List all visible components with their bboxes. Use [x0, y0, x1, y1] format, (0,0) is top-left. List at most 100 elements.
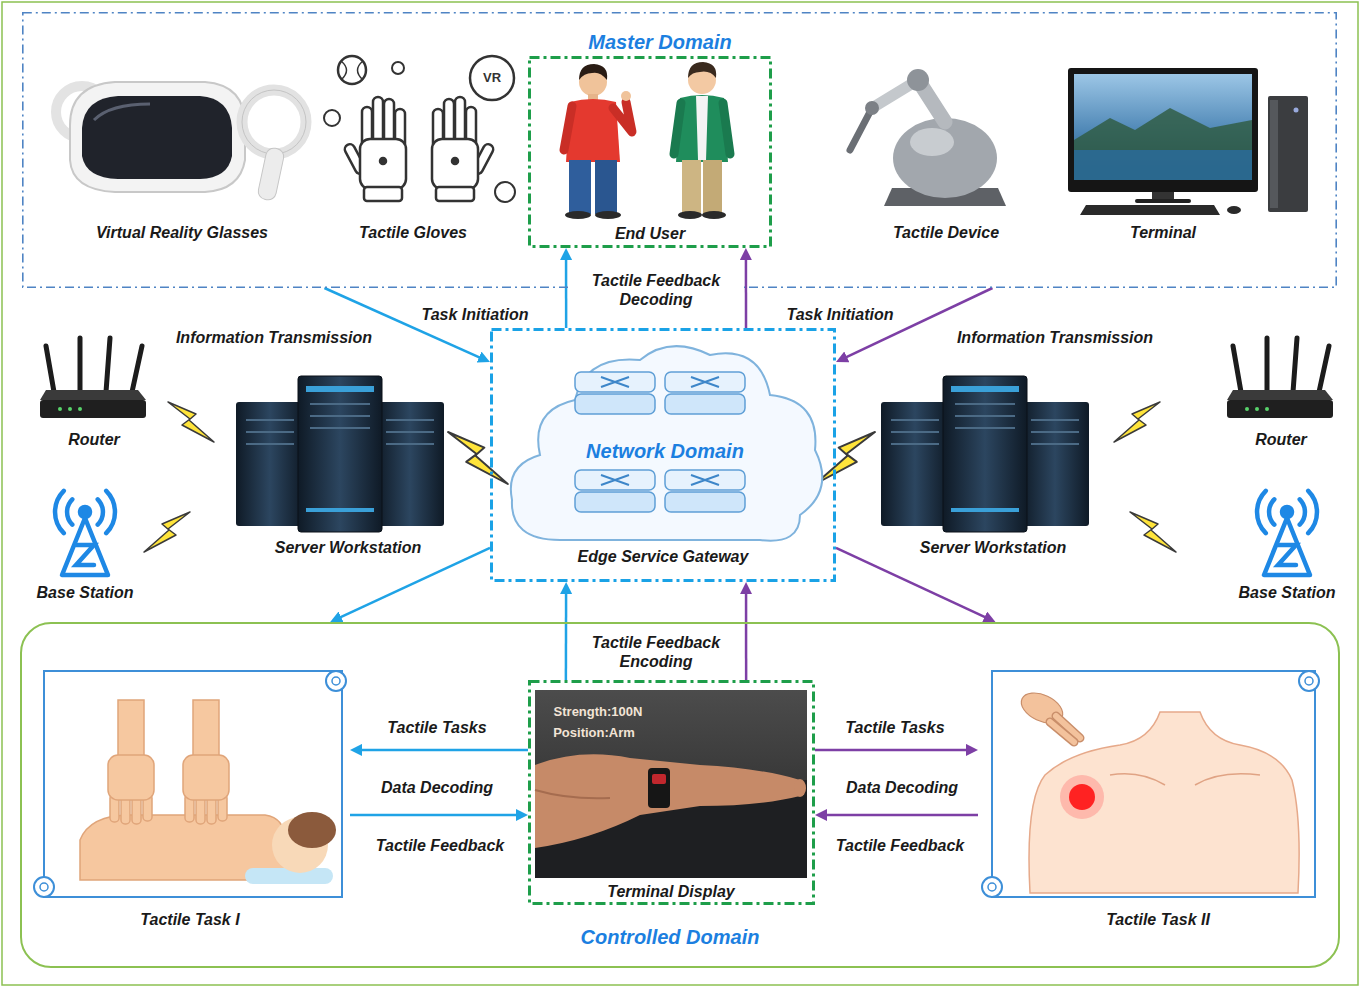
end-user-box: End User — [528, 56, 772, 248]
node-border — [492, 330, 835, 581]
domain-title: Master Domain — [588, 30, 731, 54]
node-border — [23, 13, 1336, 287]
node-border — [530, 58, 771, 247]
node-border — [21, 623, 1339, 967]
end-user-figures — [595, 160, 617, 214]
edge-label: Task Initiation — [784, 305, 897, 324]
device-caption: Router — [65, 430, 123, 449]
scroll-border — [44, 671, 342, 897]
scroll-curl — [326, 671, 346, 691]
flow-arrow — [350, 814, 520, 817]
massage-illustration — [183, 755, 229, 800]
terminal-icon — [1080, 205, 1220, 215]
device-caption: Base Station — [1236, 583, 1339, 602]
flow-note: Information Transmission — [173, 328, 375, 347]
end-user-figures — [688, 62, 716, 78]
scroll-curl — [332, 677, 340, 685]
vr-glasses-icon — [242, 90, 306, 154]
device-caption: Server Workstation — [272, 538, 424, 557]
shoulder-illustration — [1050, 722, 1074, 742]
node-label: Tactile Task II — [1106, 910, 1210, 929]
illustration-layer — [1257, 491, 1317, 575]
illustration-layer — [1130, 512, 1176, 552]
flow-arrow — [843, 288, 992, 359]
flow-arrow — [337, 548, 490, 619]
tactile-gloves-icon — [495, 182, 515, 202]
tactile-gloves-icon — [432, 97, 495, 201]
end-user-figures — [565, 211, 591, 219]
vr-glasses-icon — [242, 90, 306, 154]
illustration-layer — [815, 432, 875, 484]
end-user-figures — [621, 91, 631, 101]
tactile-gloves-icon — [343, 97, 406, 201]
terminal-icon — [1068, 68, 1258, 192]
flow-arrow — [823, 814, 978, 817]
scroll-curl — [34, 877, 54, 897]
terminal-display-scene — [535, 690, 807, 878]
massage-illustration — [118, 700, 144, 760]
edge-label: Tactile Feedback Encoding — [568, 633, 744, 671]
device-caption: Router — [1252, 430, 1310, 449]
flow-note: Data Decoding — [378, 778, 496, 797]
node-label: Terminal Display — [607, 882, 734, 901]
massage-illustration — [108, 700, 229, 824]
end-user-figures — [569, 160, 591, 214]
terminal-icon — [1068, 68, 1308, 215]
tactile-gloves-icon — [470, 56, 514, 100]
device-caption: Base Station — [34, 583, 137, 602]
node-label: Tactile Task I — [140, 910, 239, 929]
domain-title: Network Domain — [586, 439, 744, 463]
terminal-icon — [1268, 96, 1308, 212]
end-user-figures — [703, 160, 722, 214]
flow-arrow — [565, 256, 568, 328]
massage-illustration — [288, 812, 336, 848]
terminal-display-box: Terminal Display — [528, 680, 815, 905]
domain-title: Controlled Domain — [581, 925, 760, 949]
massage-illustration — [80, 700, 336, 884]
tactile-gloves-icon — [324, 56, 515, 202]
end-user-figures — [702, 211, 726, 219]
shoulder-illustration — [1110, 774, 1260, 785]
vr-glasses-icon — [257, 147, 285, 202]
end-user-figures — [613, 102, 632, 132]
screen-readout: Strength:100N — [554, 704, 643, 720]
flow-note: Data Decoding — [843, 778, 961, 797]
scroll-curl — [1299, 671, 1319, 691]
end-user-figures — [595, 211, 621, 219]
vr-glasses-icon — [82, 96, 232, 179]
tactile-gloves-icon — [324, 110, 340, 126]
vr-glasses-icon — [70, 82, 245, 192]
screen-readout: Position:Arm — [553, 725, 635, 741]
terminal-display-scene — [535, 790, 610, 798]
terminal-icon — [1074, 108, 1252, 180]
terminal-icon — [1270, 100, 1278, 208]
tactile-gloves-icon — [341, 61, 363, 80]
flow-arrow — [836, 548, 988, 619]
vr-glasses-icon — [56, 82, 306, 201]
edge-label: Tactile Tasks — [842, 718, 947, 737]
end-user-figures — [723, 103, 730, 154]
device-caption: Server Workstation — [917, 538, 1069, 557]
scroll-curl — [988, 883, 996, 891]
terminal-icon — [1152, 192, 1174, 200]
scroll-border — [992, 671, 1315, 897]
device-caption: Terminal — [1127, 223, 1199, 242]
flow-note: Information Transmission — [954, 328, 1156, 347]
illustration-layer — [1227, 338, 1333, 418]
tactile-gloves-icon — [338, 56, 366, 84]
terminal-icon — [1227, 206, 1241, 214]
terminal-display-scene — [794, 779, 806, 797]
edge-label: Tactile Feedback — [373, 836, 507, 855]
end-user-figures — [564, 62, 730, 219]
massage-illustration — [193, 700, 219, 760]
edge-label: Tactile Tasks — [384, 718, 489, 737]
tactile-task-scroll: Tactile Task II — [978, 655, 1323, 940]
terminal-display-scene — [535, 690, 807, 878]
device-caption: Virtual Reality Glasses — [93, 223, 271, 242]
network-cloud — [575, 372, 655, 414]
end-user-figures — [682, 160, 701, 214]
